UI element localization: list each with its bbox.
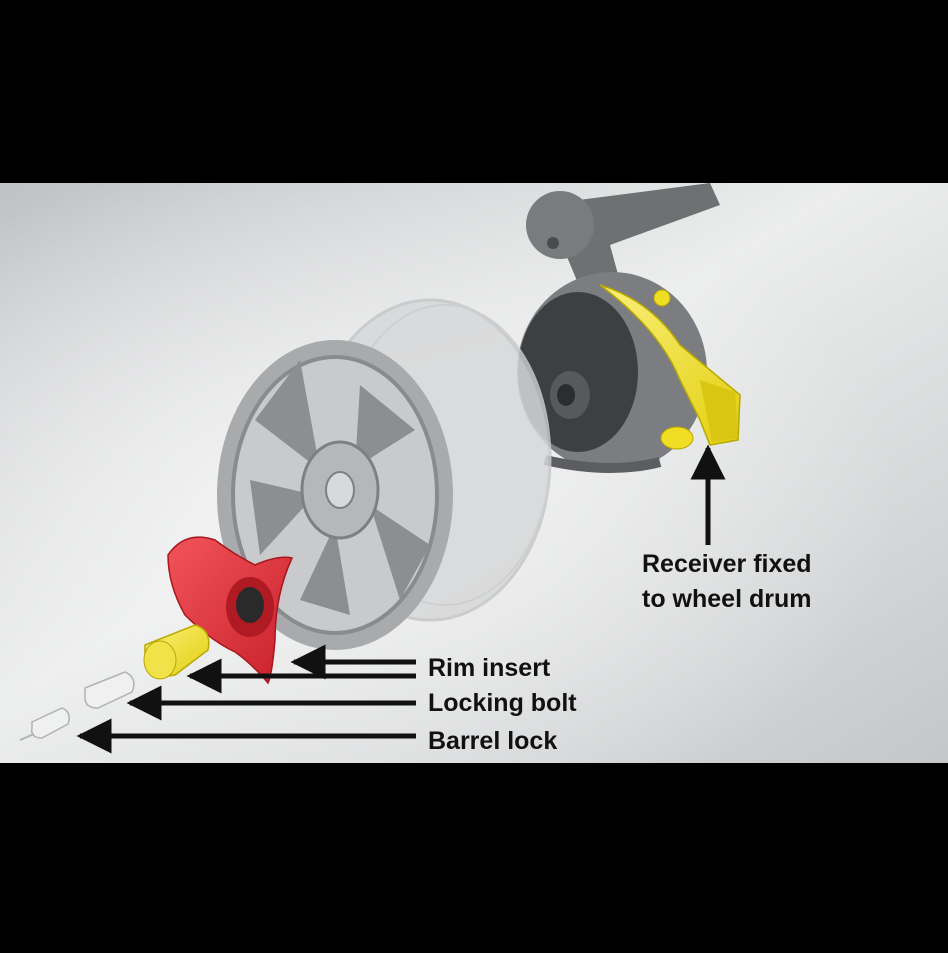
hub-nut: [557, 384, 575, 406]
rim-insert-hole: [236, 587, 264, 623]
receiver-label-line2: to wheel drum: [642, 585, 811, 613]
rim-bore: [325, 471, 355, 509]
arm-pivot: [547, 237, 559, 249]
rim-spoke-gap: [255, 360, 320, 470]
callout-arrows: [76, 444, 726, 754]
rim-spoke-gap: [300, 525, 350, 615]
drum-base-edge: [543, 455, 662, 474]
drum-face: [518, 292, 638, 452]
locking-bolt-label: Locking bolt: [428, 689, 577, 717]
receiver-bracket: [599, 284, 741, 450]
rim-spoke-gap: [355, 385, 415, 468]
barrel-lock-label: Barrel lock: [428, 727, 557, 755]
rim-spoke-gap: [250, 480, 315, 555]
barrel-lock-part: [19, 671, 135, 741]
arm-knuckle: [526, 191, 594, 259]
receiver-block: [700, 380, 738, 442]
rim-spoke-gap: [370, 505, 430, 600]
receiver-label-line1: Receiver fixed: [642, 550, 812, 578]
barrel-lock-key: [19, 733, 35, 741]
ghost-bolt: [84, 671, 135, 709]
receiver-bolt: [653, 289, 671, 307]
rim-insert-label: Rim insert: [428, 654, 551, 682]
barrel-lock-body: [30, 707, 70, 739]
receiver-pin: [660, 426, 694, 450]
letterbox-top: [0, 0, 948, 183]
locking-bolt-head: [143, 640, 177, 680]
letterbox-bottom: [0, 763, 948, 948]
